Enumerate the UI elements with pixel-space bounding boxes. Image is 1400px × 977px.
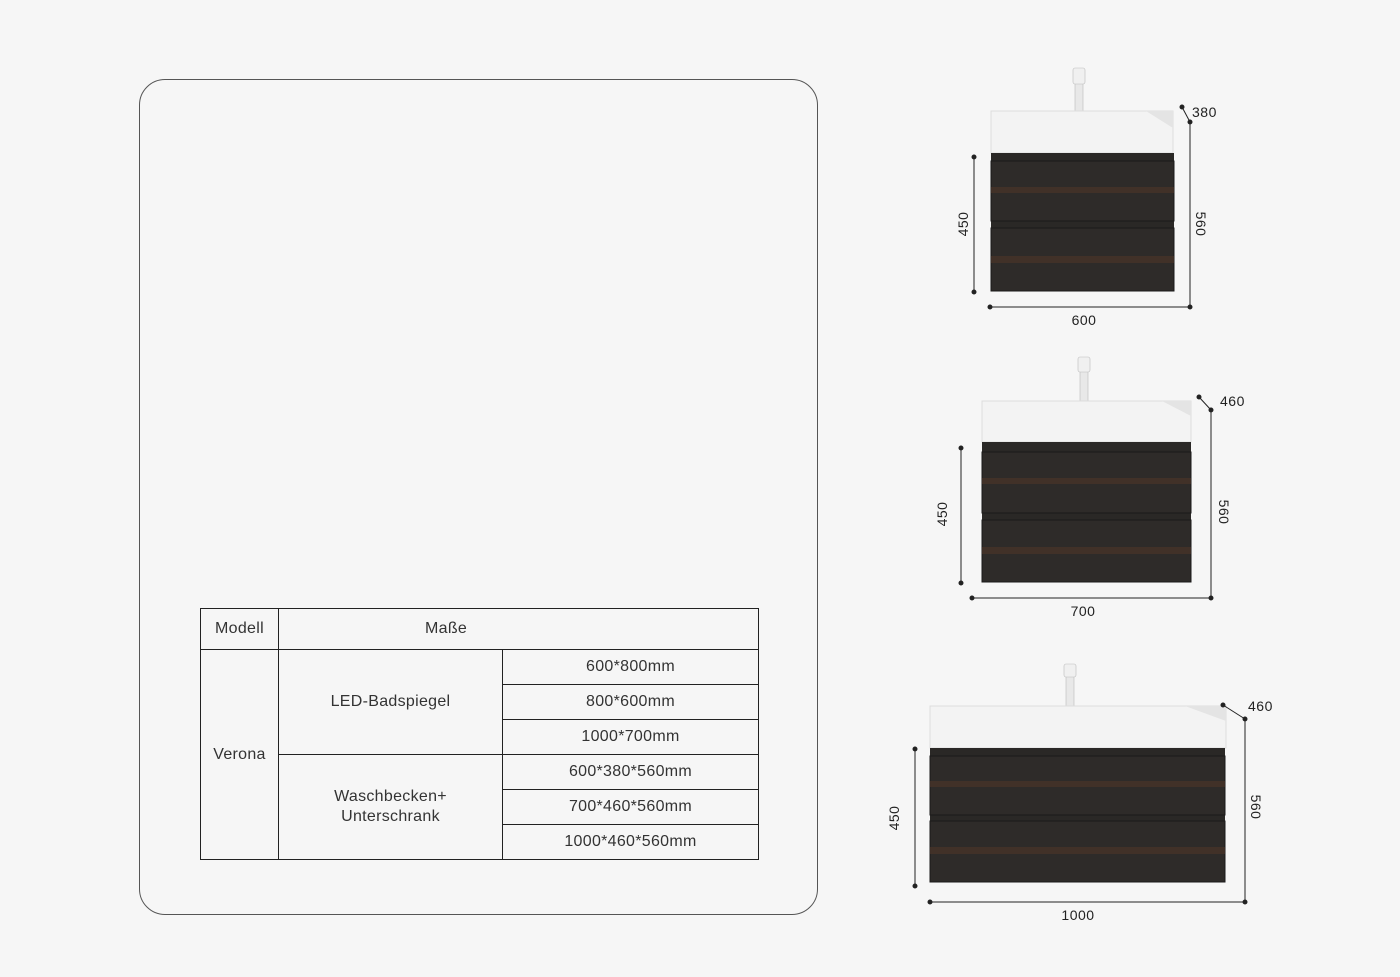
cabinet-height-label: 450 [886, 806, 902, 831]
faucet-icon [1072, 67, 1086, 113]
size-cell: 800*600mm [502, 684, 759, 720]
total-height-label: 560 [1248, 795, 1264, 820]
vanity-700-drawing: 450 560 700 460 [934, 356, 1245, 619]
basin-inner-shadow [1146, 111, 1173, 128]
total-height-label: 560 [1216, 500, 1232, 525]
basin [990, 110, 1174, 154]
cabinet-height-label: 450 [955, 212, 971, 237]
cabinet-height-label: 450 [934, 502, 950, 527]
table-header-row: Modell Maße [200, 608, 759, 650]
dimension-lines [971, 104, 1193, 310]
header-model: Modell [200, 608, 279, 650]
width-label: 600 [1072, 312, 1097, 328]
dimension-lines [958, 394, 1214, 601]
basin [981, 400, 1192, 443]
group-mirror-cell: LED-Badspiegel [278, 649, 503, 755]
wood-grain [991, 187, 1174, 193]
faucet-icon [1063, 663, 1077, 709]
depth-label: 460 [1220, 393, 1245, 409]
wood-grain [982, 478, 1191, 484]
led-mirror-outline [139, 79, 818, 915]
depth-label: 380 [1192, 104, 1217, 120]
table-row: Verona LED-Badspiegel 600*800mm [200, 649, 759, 860]
size-cell: 600*380*560mm [502, 754, 759, 790]
faucet-icon [1077, 356, 1091, 404]
size-cell: 1000*700mm [502, 719, 759, 755]
spec-table: Modell Maße Verona LED-Badspiegel 600*80… [200, 608, 759, 860]
depth-label: 460 [1248, 698, 1273, 714]
group-mirror-label: LED-Badspiegel [330, 693, 451, 710]
table-row: 700*460*560mm [201, 789, 759, 825]
table-row: Waschbecken+ Unterschrank 600*380*560mm [201, 754, 759, 860]
wood-grain [930, 781, 1225, 787]
table-row: 1000*700mm [201, 719, 759, 755]
wood-grain [930, 847, 1225, 854]
size-cell: 1000*460*560mm [502, 824, 759, 860]
table-row: 1000*460*560mm [201, 824, 759, 860]
vanity-700: 450 560 700 460 [930, 350, 1250, 620]
model-name-cell: Verona [200, 649, 279, 860]
basin [929, 705, 1227, 749]
width-label: 1000 [1061, 907, 1094, 923]
vanity-600-drawing: 450 560 600 380 [955, 67, 1217, 328]
vanity-600: 450 560 600 380 [950, 60, 1230, 330]
wood-grain [982, 547, 1191, 554]
size-cell: 700*460*560mm [502, 789, 759, 825]
header-dimensions: Maße [278, 608, 759, 650]
size-cell: 600*800mm [502, 649, 759, 685]
vanity-1000: 450 560 1000 460 [886, 655, 1290, 930]
dimension-lines [912, 702, 1248, 905]
vanity-1000-drawing: 450 560 1000 460 [886, 663, 1273, 923]
group-vanity-label-line2: Unterschrank [341, 808, 440, 825]
wood-grain [991, 256, 1174, 263]
group-vanity-label-line1: Waschbecken+ [334, 788, 447, 805]
basin-inner-shadow [1162, 401, 1191, 416]
total-height-label: 560 [1193, 212, 1209, 237]
group-vanity-cell: Waschbecken+ Unterschrank [278, 754, 503, 860]
width-label: 700 [1071, 603, 1096, 619]
basin-inner-shadow [1185, 706, 1226, 721]
